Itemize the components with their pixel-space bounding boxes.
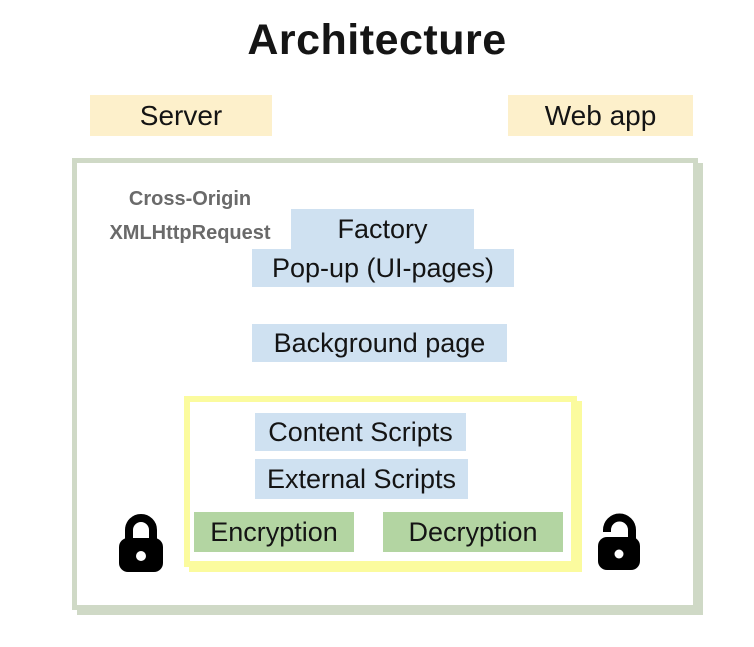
popup-ui-pages-box: Pop-up (UI-pages)	[252, 249, 514, 287]
factory-label: Factory	[337, 213, 428, 244]
cross-origin-xhr-label: Cross-Origin XMLHttpRequest	[95, 182, 285, 250]
background-page-box: Background page	[252, 324, 507, 362]
content-scripts-label: Content Scripts	[268, 416, 453, 447]
page-title: Architecture	[247, 16, 507, 64]
unlocked-padlock-icon	[597, 509, 643, 571]
encryption-label: Encryption	[210, 516, 338, 547]
cross-origin-label-line1: Cross-Origin	[128, 188, 252, 210]
server-label: Server	[139, 99, 223, 131]
content-scripts-box: Content Scripts	[255, 413, 466, 451]
popup-ui-pages-label: Pop-up (UI-pages)	[271, 252, 495, 283]
secure-zone-box: Content Scripts External Scripts Encrypt…	[184, 396, 577, 567]
web-app-box: Web app	[508, 95, 693, 136]
server-box: Server	[90, 95, 272, 136]
external-scripts-box: External Scripts	[255, 459, 468, 499]
web-app-label: Web app	[544, 99, 657, 131]
extension-boundary-box: Cross-Origin XMLHttpRequest Factory Pop-…	[72, 158, 698, 610]
factory-box: Factory	[291, 209, 474, 249]
locked-padlock-icon	[117, 511, 165, 574]
decryption-box: Decryption	[383, 512, 563, 552]
decryption-label: Decryption	[408, 516, 538, 547]
background-page-label: Background page	[273, 327, 486, 358]
cross-origin-label-line2: XMLHttpRequest	[109, 222, 271, 244]
encryption-box: Encryption	[194, 512, 354, 552]
external-scripts-label: External Scripts	[266, 463, 457, 494]
